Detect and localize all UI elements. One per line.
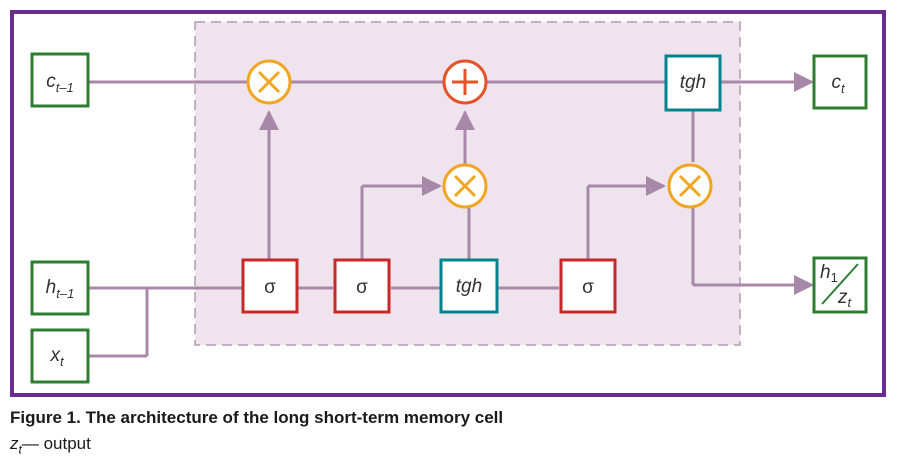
multiply-op-output: [667, 163, 713, 209]
svg-text:σ: σ: [356, 277, 368, 298]
input-c-prev: ct–1: [30, 52, 90, 108]
circle-times-icon: [246, 59, 292, 105]
svg-text:ct–1: ct–1: [46, 71, 74, 95]
figure-caption-title: Figure 1. The architecture of the long s…: [10, 408, 504, 427]
sigma-gate-forget: σ: [241, 258, 299, 314]
svg-text:ct: ct: [831, 72, 846, 96]
input-x-t: xt: [30, 328, 90, 384]
svg-text:σ: σ: [264, 277, 276, 298]
sigma-gate-output: σ: [559, 258, 617, 314]
svg-text:xt: xt: [49, 345, 65, 369]
input-h-prev: ht–1: [30, 260, 90, 316]
svg-text:h1: h1: [820, 262, 838, 285]
svg-text:zt: zt: [837, 287, 853, 310]
add-op-cell: [442, 59, 488, 105]
svg-text:tgh: tgh: [680, 72, 706, 93]
circle-times-icon: [667, 163, 713, 209]
circle-plus-icon: [442, 59, 488, 105]
tanh-box-candidate: tgh: [439, 258, 499, 314]
svg-text:σ: σ: [582, 277, 594, 298]
connections: [88, 72, 814, 358]
output-c-t: ct: [812, 54, 868, 110]
caption-symbol-sub: t: [18, 442, 22, 457]
lstm-diagram: ct–1 ht–1 xt ct h1 zt σ σ σ tgh tgh: [10, 10, 886, 397]
multiply-op-forget: [246, 59, 292, 105]
svg-text:tgh: tgh: [456, 276, 482, 297]
output-h-z: h1 zt: [812, 256, 868, 314]
multiply-op-input: [442, 163, 488, 209]
output-divider-slash: [821, 263, 859, 305]
sigma-gate-input: σ: [333, 258, 391, 314]
tanh-box-cell: tgh: [664, 54, 722, 112]
caption-symbol: z: [10, 434, 19, 453]
figure-caption-note: zt— output: [10, 434, 91, 456]
caption-note-text: — output: [21, 434, 91, 453]
circle-times-icon: [442, 163, 488, 209]
svg-text:ht–1: ht–1: [46, 277, 75, 301]
